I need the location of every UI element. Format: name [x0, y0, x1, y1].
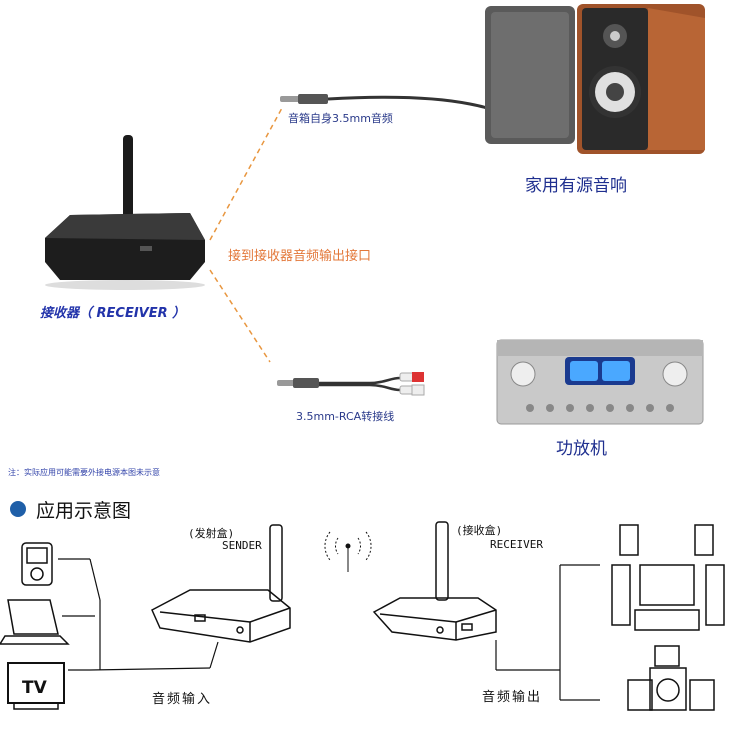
rca-cable-label: 3.5mm-RCA转接线 [296, 410, 395, 423]
sender-box [151, 524, 291, 643]
section-bullet-icon [10, 501, 26, 517]
power-note: 注：实际应用可能需要外接电源本图未示意 [8, 468, 160, 477]
audio-output-label: 音频输出 [482, 690, 543, 705]
amplifier [496, 339, 704, 425]
tv-icon [7, 662, 65, 710]
speakers-label: 家用有源音响 [525, 176, 627, 196]
mp3-player-icon [21, 542, 53, 586]
sender-en-label: SENDER [222, 539, 262, 552]
amplifier-label: 功放机 [556, 439, 607, 459]
section-title: 应用示意图 [36, 500, 132, 522]
receiver-en-label: RECEIVER [490, 538, 543, 551]
rca-cable [277, 372, 425, 396]
sender-cn-label: (发射盒) [188, 527, 235, 540]
wireless-signal-icon [324, 531, 372, 572]
source-wires [58, 558, 219, 671]
output-port-label: 接到接收器音频输出接口 [228, 249, 372, 264]
cable-35mm-label: 音箱自身3.5mm音频 [288, 112, 393, 125]
laptop-icon [0, 599, 70, 645]
audio-input-label: 音频输入 [152, 692, 213, 707]
home-theater-icon [611, 524, 725, 711]
bookshelf-speakers [485, 4, 705, 154]
receiver-label: 接收器（ RECEIVER ） [40, 306, 186, 321]
tv-text: TV [22, 678, 48, 698]
output-wires [495, 564, 600, 701]
receiver-cn-label: (接收盒) [456, 524, 503, 537]
receiver-device [45, 135, 205, 290]
receiver-box [372, 521, 497, 641]
connection-dashes [209, 107, 283, 363]
